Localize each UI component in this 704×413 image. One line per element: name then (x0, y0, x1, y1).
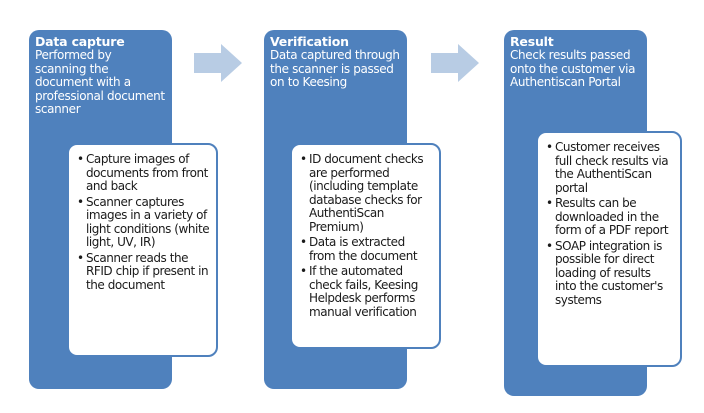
stage-data-capture-details: •Capture images of documents from front … (67, 143, 218, 357)
list-item: •ID document checks are performed (inclu… (300, 152, 424, 234)
list-item: •Capture images of documents from front … (77, 152, 208, 193)
list-item: •If the automated check fails, Keesing H… (300, 264, 418, 319)
bullet-list: •Customer receives full check results vi… (546, 140, 674, 307)
stage-title: Verification (270, 34, 349, 49)
stage-description: Performed by scanning the document with … (35, 48, 165, 116)
stage-title: Result (510, 34, 554, 49)
bullet-list: •ID document checks are performed (inclu… (300, 152, 433, 319)
list-item: •Scanner captures images in a variety of… (77, 194, 210, 249)
list-item: •Customer receives full check results vi… (546, 140, 669, 195)
flow-arrow-icon (431, 44, 479, 82)
stage-result-details: •Customer receives full check results vi… (536, 131, 682, 367)
list-item: •Scanner reads the RFID chip if present … (77, 250, 209, 292)
stage-title: Data capture (35, 34, 125, 49)
stage-description: Check results passed onto the customer v… (510, 48, 636, 89)
list-item: •Data is extracted from the document (300, 235, 418, 263)
bullet-list: •Capture images of documents from front … (77, 152, 210, 292)
stage-verification-details: •ID document checks are performed (inclu… (290, 143, 441, 349)
flow-arrow-icon (194, 44, 242, 82)
stage-description: Data captured through the scanner is pas… (270, 48, 400, 89)
list-item: •Results can be downloaded in the form o… (546, 196, 669, 237)
list-item: •SOAP integration is possible for direct… (546, 238, 663, 307)
